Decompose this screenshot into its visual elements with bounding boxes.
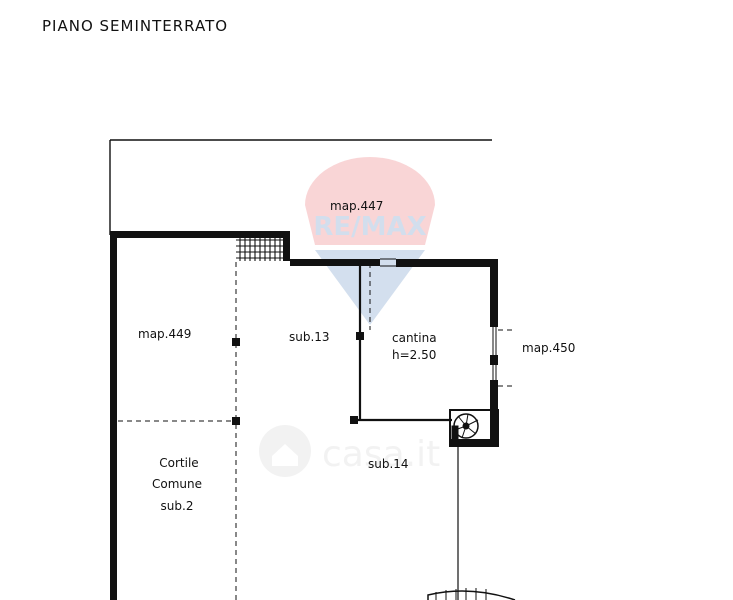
label-cantina: cantina — [392, 331, 437, 345]
boundary-lines — [109, 139, 492, 235]
lower-right-lines — [427, 446, 516, 600]
label-cortile-line-3: sub.2 — [161, 499, 194, 513]
label-cantina-height: h=2.50 — [392, 348, 436, 362]
dashed-partitions — [118, 262, 512, 600]
casa-watermark: casa.it — [259, 425, 440, 477]
remax-watermark: RE/MAX — [305, 157, 435, 325]
label-map-450: map.450 — [522, 341, 575, 355]
label-cortile-line-2: Comune — [152, 477, 202, 491]
casa-watermark-text: casa.it — [322, 434, 440, 475]
label-map-447: map.447 — [330, 199, 383, 213]
label-sub-14: sub.14 — [368, 457, 409, 471]
label-cortile-line-1: Cortile — [159, 456, 198, 470]
plan-title: PIANO SEMINTERRATO — [42, 17, 228, 35]
cantina-walls — [356, 258, 497, 422]
pillars — [232, 332, 498, 425]
label-map-449: map.449 — [138, 327, 191, 341]
exterior-walls — [110, 231, 498, 600]
stairs-top — [236, 238, 290, 261]
remax-watermark-text: RE/MAX — [313, 212, 426, 242]
label-sub-13: sub.13 — [289, 330, 330, 344]
spiral-staircase — [449, 409, 499, 447]
